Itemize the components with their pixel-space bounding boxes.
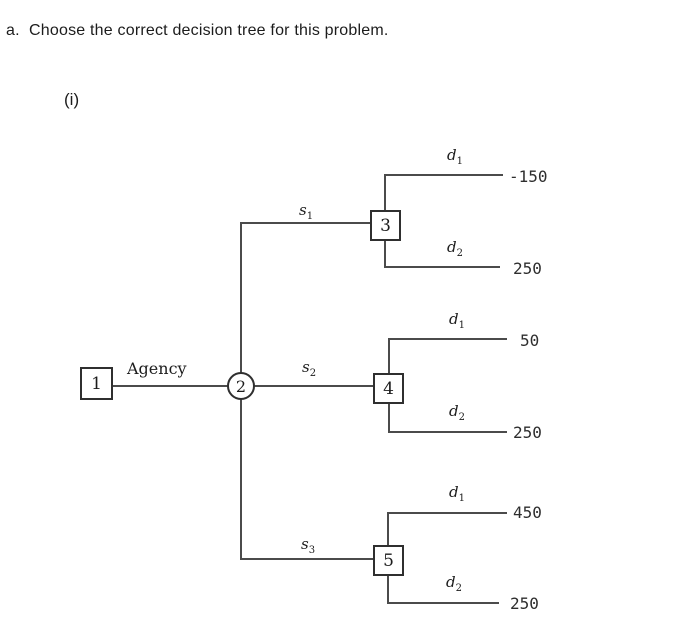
edge-s1-line	[240, 222, 372, 224]
node4-d1-riser	[388, 338, 390, 375]
decision-label-node3-d2: d2	[447, 238, 463, 259]
payoff-node3-d1: -150	[509, 167, 548, 186]
state-s2-subscript: 2	[309, 368, 317, 379]
payoff-node4-d2: 250	[513, 423, 542, 442]
state-label-s3: s3	[301, 535, 316, 556]
page-title: a. Choose the correct decision tree for …	[6, 22, 389, 39]
node4-d1-line	[388, 338, 507, 340]
node3-d2-line	[384, 266, 500, 268]
decision-node-4: 4	[373, 373, 404, 404]
option-label: (i)	[64, 90, 80, 109]
edge-s2-line	[253, 385, 374, 387]
edge-label-agency: Agency	[127, 359, 187, 378]
node3-d1-riser	[384, 174, 386, 212]
node5-d2-line	[387, 602, 499, 604]
node4-d2-riser	[388, 402, 390, 433]
state-s1-subscript: 1	[306, 211, 314, 222]
decision-label-node5-d1: d1	[449, 483, 465, 504]
node5-d1-riser	[387, 512, 389, 547]
state-label-s2: s2	[302, 358, 317, 379]
decision-label-node5-d2: d2	[446, 573, 462, 594]
edge-s3-line	[240, 558, 374, 560]
decision-node-3: 3	[370, 210, 401, 241]
decision-node-1: 1	[80, 367, 113, 400]
decision-node-5: 5	[373, 545, 404, 576]
node5-d1-line	[387, 512, 507, 514]
node5-d2-riser	[387, 574, 389, 604]
decision-label-node4-d1: d1	[449, 310, 465, 331]
node3-d2-riser	[384, 239, 386, 268]
payoff-node5-d2: 250	[510, 594, 539, 613]
payoff-node3-d2: 250	[513, 259, 542, 278]
decision-label-node4-d2: d2	[449, 402, 465, 423]
state-s3-subscript: 3	[308, 545, 316, 556]
payoff-node4-d1: 50	[520, 331, 540, 350]
state-label-s1: s1	[299, 201, 314, 222]
node3-d1-line	[384, 174, 503, 176]
payoff-node5-d1: 450	[513, 503, 542, 522]
node4-d2-line	[388, 431, 507, 433]
decision-label-node3-d1: d1	[447, 146, 463, 167]
edge-root-to-chance	[113, 385, 228, 387]
chance-node-2: 2	[227, 372, 255, 400]
